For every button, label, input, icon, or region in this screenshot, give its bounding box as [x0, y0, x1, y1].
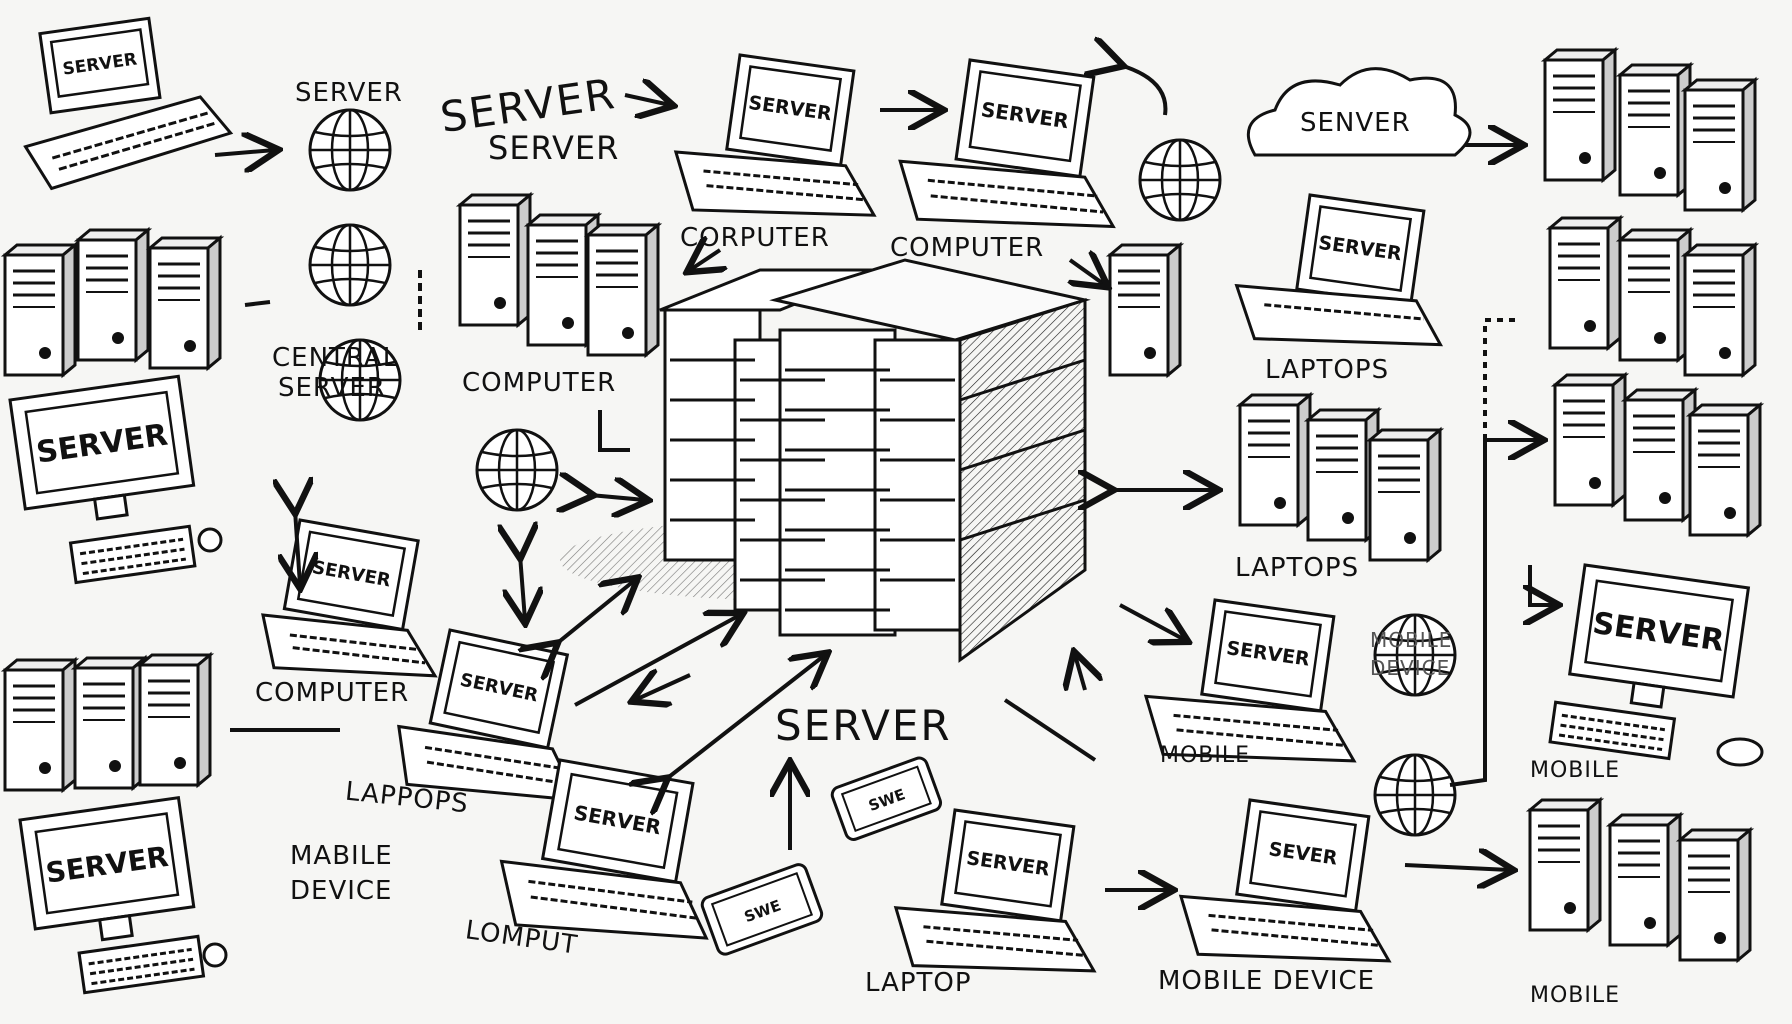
server-towers-far-right [1528, 48, 1762, 962]
monitor-left-2: SERVER [18, 796, 205, 995]
mouse-icon [197, 527, 223, 553]
label-laptops-1: LAPTOPS [1265, 355, 1390, 385]
server-towers-left-upper [3, 228, 222, 377]
central-server-rack [560, 258, 1091, 663]
mouse-icon [1716, 737, 1764, 767]
globe-icon [308, 108, 392, 192]
label-mobile-device: MOBILE DEVICE [1158, 966, 1376, 996]
label-mobile-bottom: MOBILE [1530, 983, 1621, 1008]
globe-icon [1373, 753, 1457, 837]
label-mobile-device-faint-2: DEVICE [1370, 656, 1451, 680]
laptop-laptop: SERVER [893, 808, 1097, 973]
monitor-left-1: SERVER [8, 374, 197, 585]
monitor-right: SERVER [1548, 563, 1751, 761]
label-laptops-2: LAPTOPS [1235, 553, 1360, 583]
server-towers-left-lower [3, 653, 212, 792]
label-mabile-2: DEVICE [290, 876, 393, 906]
label-mobile-device-faint-1: MOBILE [1370, 628, 1453, 652]
globe-icon [1138, 138, 1222, 222]
label-server-top: SERVER [295, 78, 403, 108]
laptop-mid: SERVER [261, 518, 438, 678]
laptop-top-2: SERVER [898, 58, 1116, 229]
globe-icon [475, 428, 559, 512]
label-computer-mid: COMPUTER [462, 368, 617, 398]
label-central-server-1: CENTRAL [272, 343, 399, 373]
label-computer-top: COMPUTER [890, 233, 1045, 263]
connection-arrows [214, 65, 1555, 890]
label-computer-left: COMPUTER [255, 678, 410, 708]
server-towers-right-mid [1238, 393, 1442, 562]
label-cloud: SENVER [1300, 108, 1411, 138]
laptop-topleft: SERVER [23, 16, 234, 191]
label-mobile-mid: MOBILE [1160, 743, 1251, 768]
cloud [1246, 67, 1472, 157]
mouse-icon [202, 942, 228, 968]
laptop-mobile-1: SERVER [1143, 598, 1357, 763]
label-server-sub: SERVER [488, 129, 620, 167]
label-server-center: SERVER [775, 701, 952, 750]
laptop-mobile-2: SEVER [1178, 798, 1392, 963]
label-corputer: CORPUTER [680, 223, 830, 253]
phone-1: SWE [830, 756, 943, 841]
laptop-top-1: SERVER [673, 53, 877, 217]
server-tower-single [1108, 243, 1182, 377]
label-central-server-2: SERVER [278, 373, 386, 403]
label-mobile-right: MOBILE [1530, 758, 1621, 783]
laptop-right: SERVER [1234, 193, 1444, 347]
phone-2: SWE [700, 863, 824, 956]
label-laptop: LAPTOP [865, 968, 972, 998]
label-mabile-1: MABILE [290, 841, 393, 871]
server-towers-mid-top [458, 193, 660, 357]
globe-icon [308, 223, 392, 307]
globe-icon [1373, 613, 1457, 697]
